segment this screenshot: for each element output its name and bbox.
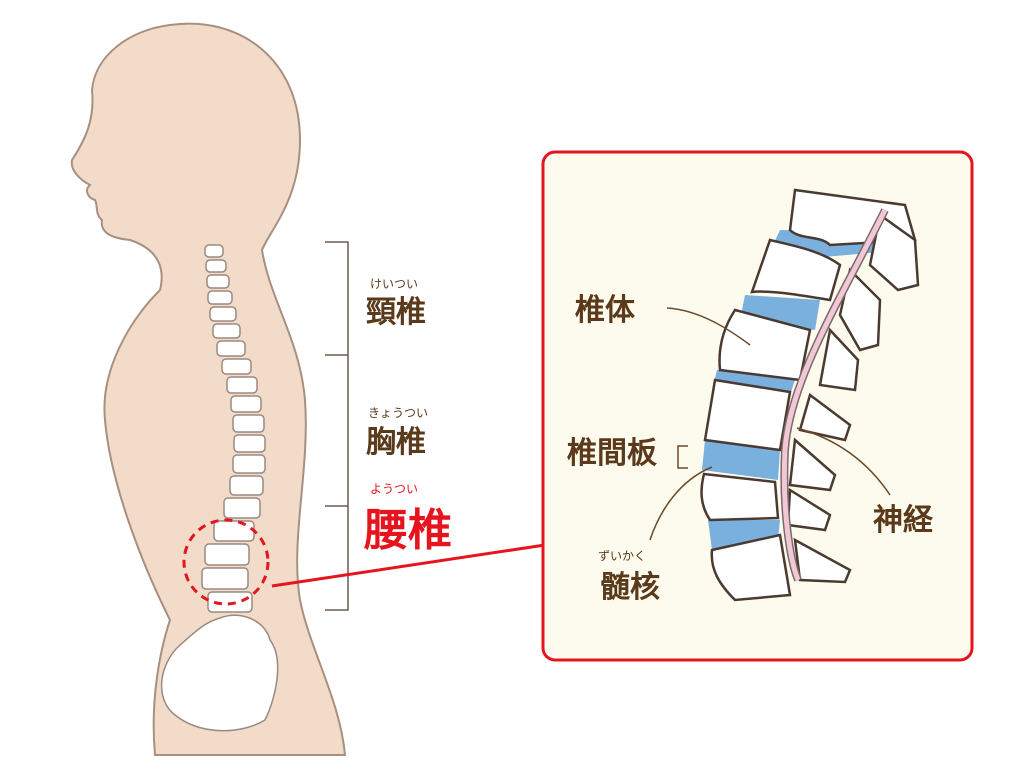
thoracic-label: 胸椎 — [366, 425, 426, 460]
lumbar-ruby: ようつい — [370, 482, 418, 496]
leader-lines — [649, 307, 891, 541]
spine-column — [161, 244, 279, 732]
thoracic-ruby: きょうつい — [368, 406, 428, 420]
nucleus-ruby: ずいかく — [598, 549, 646, 563]
connector-line — [271, 543, 546, 588]
nucleus-label: 髄核 — [600, 570, 660, 605]
inset-spine — [700, 188, 920, 602]
region-bracket — [325, 241, 349, 611]
vertebral-body-label: 椎体 — [575, 293, 636, 328]
lumbar-label: 腰椎 — [363, 505, 452, 556]
lumbar-highlight-circle — [182, 518, 270, 606]
nerve-label: 神経 — [873, 503, 934, 538]
body-silhouette — [70, 22, 347, 756]
cervical-ruby: けいつい — [370, 277, 418, 291]
cervical-label: 頸椎 — [366, 295, 426, 330]
disc-label: 椎間板 — [567, 436, 657, 471]
